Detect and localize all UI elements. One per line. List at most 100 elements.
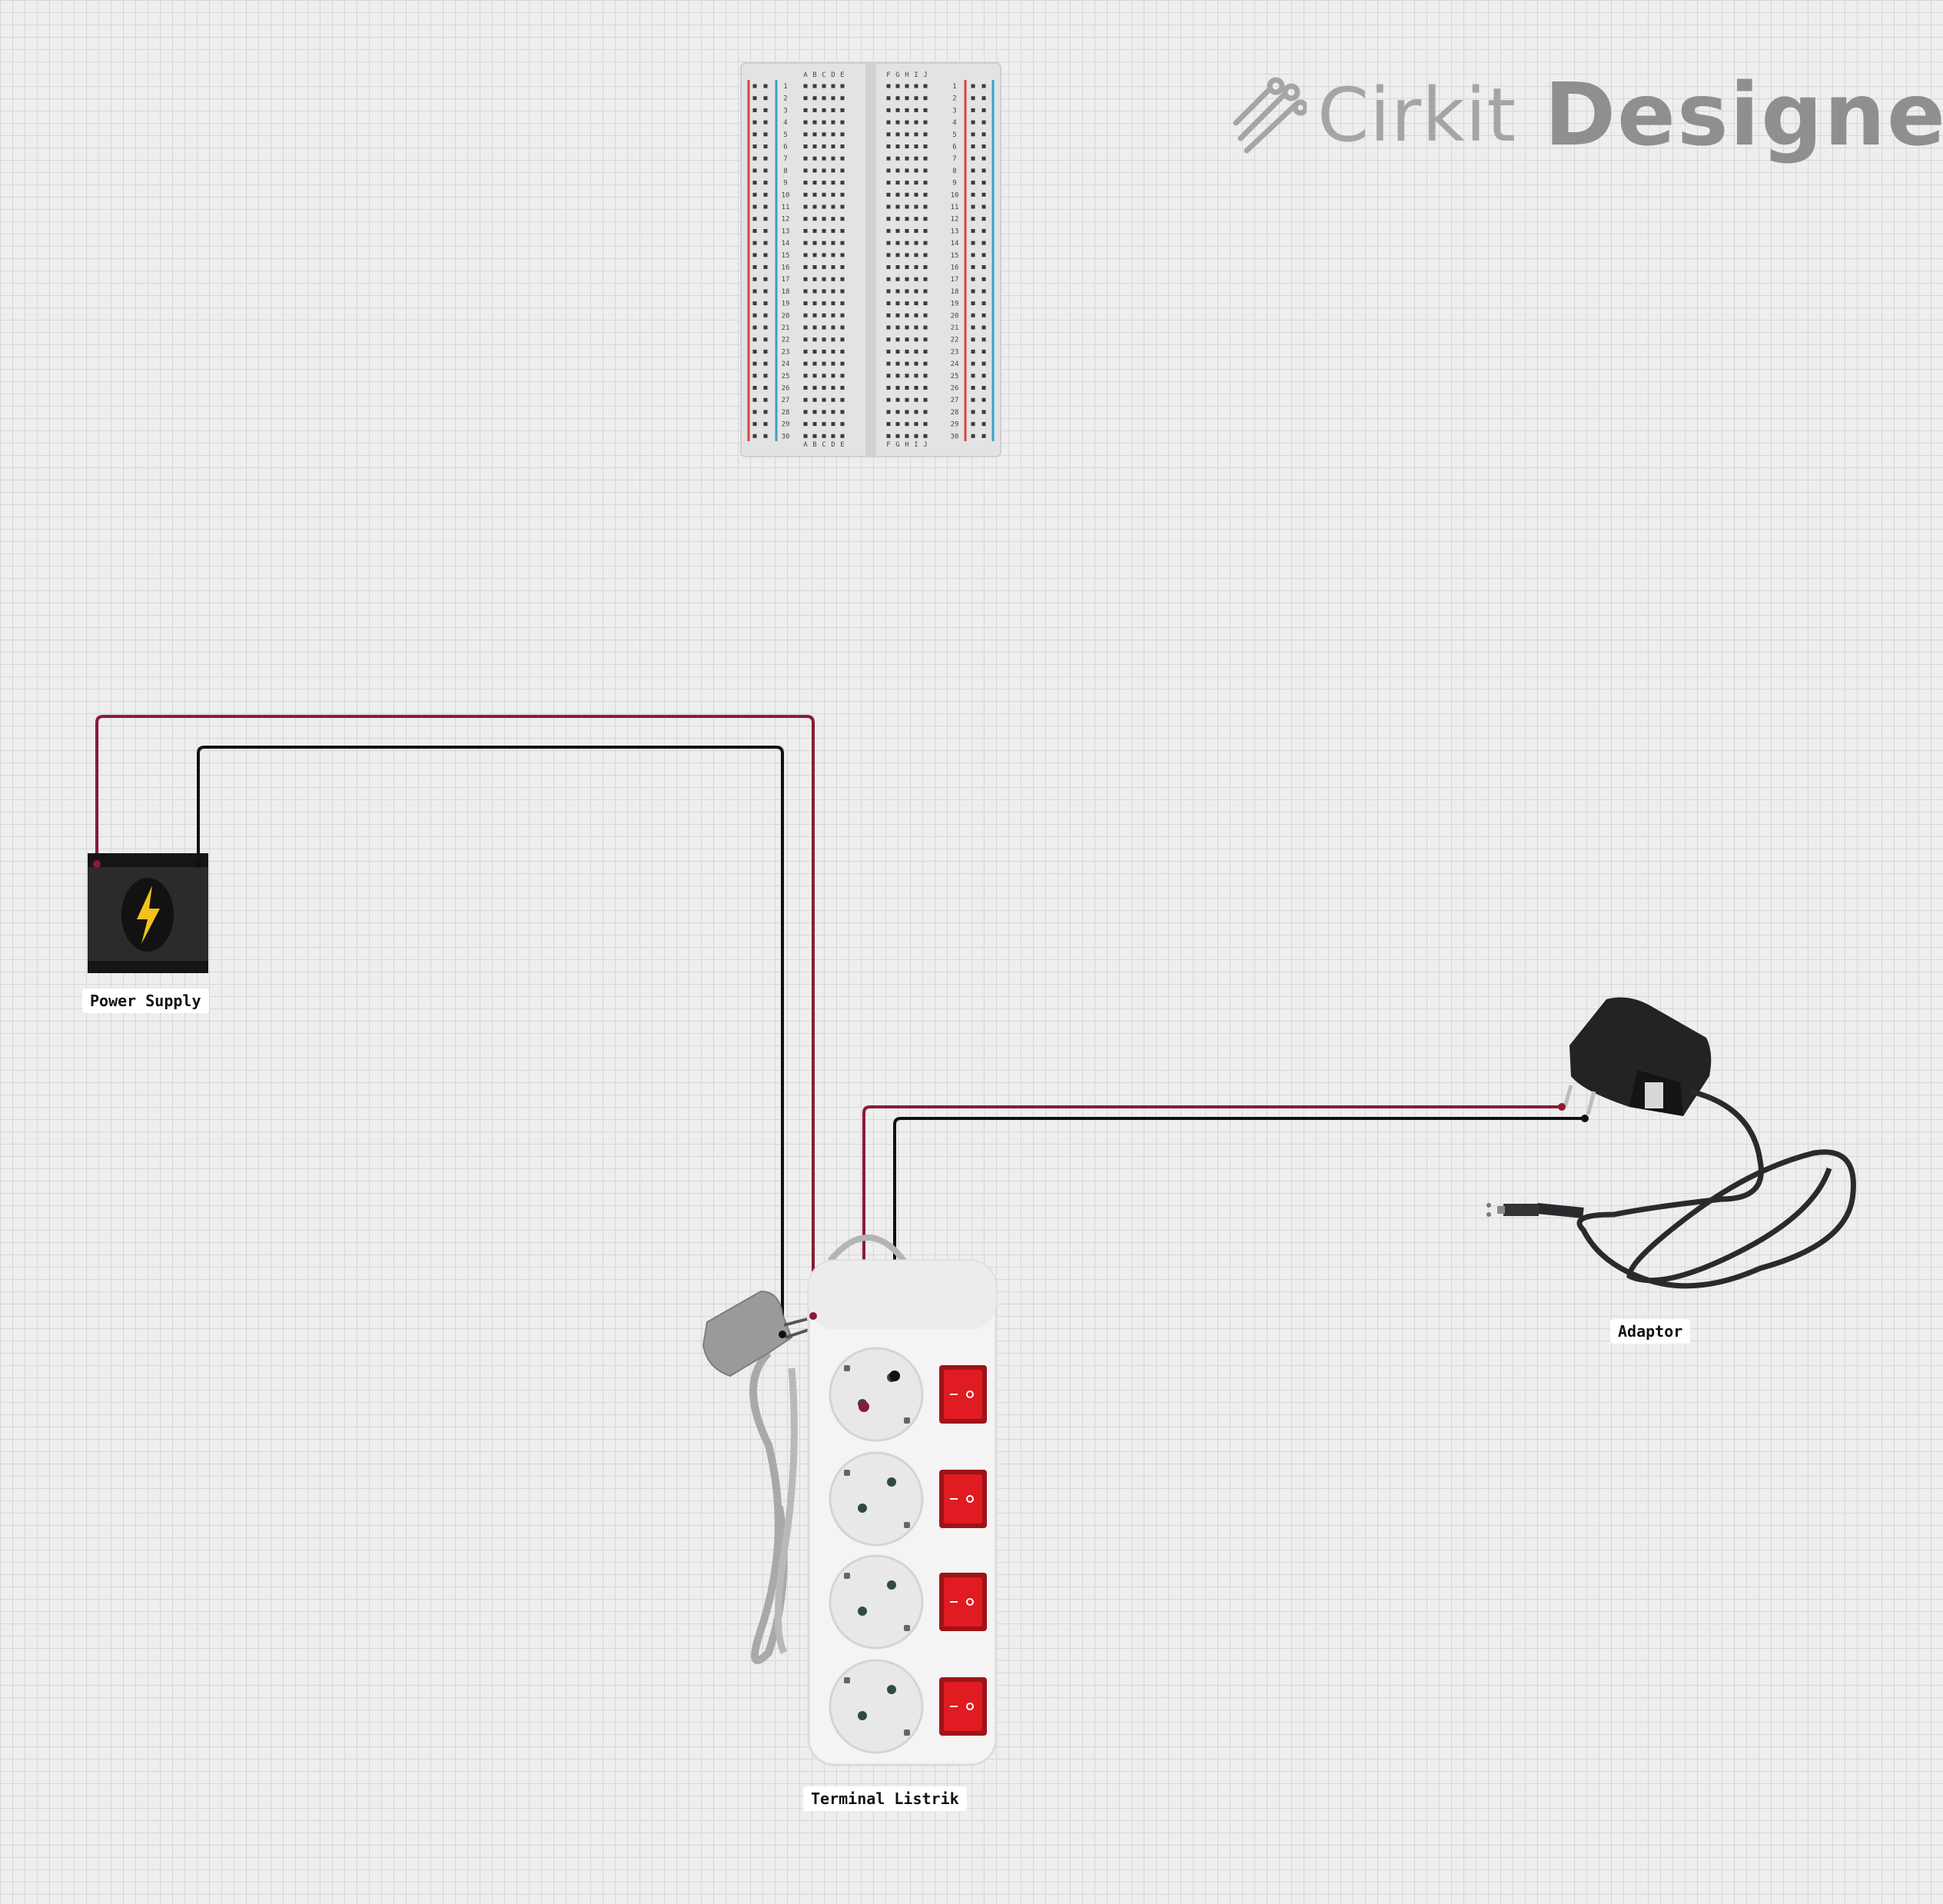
svg-text:5: 5: [783, 131, 787, 139]
wire-positive-supply-terminal-path[interactable]: [95, 715, 815, 1316]
power-supply-label: Power Supply: [82, 989, 209, 1013]
terminal-listrik[interactable]: [702, 1234, 998, 1766]
svg-text:19: 19: [782, 301, 790, 308]
svg-text:18: 18: [951, 288, 959, 296]
svg-text:1: 1: [783, 83, 787, 91]
adaptor-label: Adaptor: [1610, 1319, 1691, 1344]
svg-text:F: F: [886, 71, 890, 79]
terminal-input-positive-pin[interactable]: [809, 1312, 817, 1320]
svg-text:29: 29: [782, 421, 790, 429]
adaptor[interactable]: [1486, 997, 1856, 1289]
svg-text:3: 3: [783, 107, 787, 115]
socket-power-switch[interactable]: [939, 1470, 987, 1528]
svg-text:13: 13: [951, 228, 959, 235]
svg-text:H: H: [905, 441, 908, 449]
svg-text:20: 20: [951, 312, 959, 320]
svg-text:6: 6: [783, 144, 787, 151]
svg-text:21: 21: [782, 324, 790, 332]
lightning-bolt-icon: [137, 886, 160, 944]
svg-text:3: 3: [952, 107, 956, 115]
circuit-traces-icon: [1233, 77, 1307, 154]
cirkit-designer-logo: Cirkit Designer: [1230, 61, 1943, 169]
svg-text:12: 12: [951, 216, 959, 224]
svg-text:26: 26: [951, 385, 959, 393]
power-socket[interactable]: [829, 1554, 924, 1650]
svg-text:17: 17: [782, 276, 790, 284]
adaptor-negative-pin[interactable]: [1581, 1115, 1589, 1122]
svg-text:8: 8: [952, 168, 956, 175]
svg-text:D: D: [831, 441, 835, 449]
svg-text:7: 7: [783, 155, 787, 163]
svg-text:C: C: [822, 441, 825, 449]
svg-text:21: 21: [951, 324, 959, 332]
svg-text:15: 15: [782, 252, 790, 260]
svg-text:A: A: [803, 441, 808, 449]
breadboard-holes: [752, 84, 986, 438]
svg-text:30: 30: [782, 433, 790, 440]
svg-text:10: 10: [951, 191, 959, 199]
adaptor-dc-pin-1[interactable]: [1486, 1203, 1491, 1208]
power-supply[interactable]: [88, 853, 208, 973]
svg-text:16: 16: [782, 264, 790, 272]
terminal-socket-negative-pin[interactable]: [889, 1371, 900, 1381]
svg-text:2: 2: [783, 95, 787, 103]
svg-text:17: 17: [951, 276, 959, 284]
svg-text:15: 15: [951, 252, 959, 260]
svg-text:14: 14: [951, 240, 959, 248]
brand-name-light: Cirkit: [1317, 72, 1517, 158]
svg-text:9: 9: [783, 180, 787, 188]
svg-text:23: 23: [951, 348, 959, 356]
svg-text:28: 28: [951, 409, 959, 417]
terminal-socket-positive-pin[interactable]: [859, 1401, 869, 1412]
wire-positive-terminal-adaptor[interactable]: [862, 1105, 1562, 1407]
socket-power-switch[interactable]: [939, 1573, 987, 1631]
svg-text:B: B: [812, 441, 816, 449]
svg-text:4: 4: [952, 119, 956, 127]
svg-text:19: 19: [951, 301, 959, 308]
adaptor-positive-pin[interactable]: [1558, 1103, 1566, 1111]
svg-text:8: 8: [783, 168, 787, 175]
socket-power-switch[interactable]: [939, 1365, 987, 1424]
svg-text:H: H: [905, 71, 908, 79]
svg-text:G: G: [895, 441, 899, 449]
svg-text:22: 22: [782, 337, 790, 344]
power-socket[interactable]: [829, 1659, 924, 1754]
power-socket[interactable]: [829, 1347, 924, 1442]
wire-negative-supply-terminal[interactable]: [197, 746, 784, 1334]
svg-text:9: 9: [952, 180, 956, 188]
svg-text:G: G: [895, 71, 899, 79]
svg-text:11: 11: [782, 204, 790, 211]
svg-text:20: 20: [782, 312, 790, 320]
svg-text:26: 26: [782, 385, 790, 393]
svg-text:J: J: [923, 441, 927, 449]
svg-text:E: E: [840, 71, 844, 79]
svg-text:13: 13: [782, 228, 790, 235]
socket-power-switch[interactable]: [939, 1677, 987, 1736]
svg-text:18: 18: [782, 288, 790, 296]
svg-text:24: 24: [951, 361, 959, 368]
svg-text:4: 4: [783, 119, 787, 127]
terminal-input-negative-pin[interactable]: [779, 1331, 786, 1338]
svg-text:E: E: [840, 441, 844, 449]
svg-text:24: 24: [782, 361, 790, 368]
svg-text:J: J: [923, 71, 927, 79]
svg-text:12: 12: [782, 216, 790, 224]
svg-text:25: 25: [782, 373, 790, 380]
svg-text:7: 7: [952, 155, 956, 163]
svg-text:29: 29: [951, 421, 959, 429]
power-supply-positive-pin[interactable]: [93, 860, 101, 868]
svg-text:6: 6: [952, 144, 956, 151]
svg-text:30: 30: [951, 433, 959, 440]
adaptor-dc-pin-2[interactable]: [1486, 1212, 1491, 1217]
svg-text:5: 5: [952, 131, 956, 139]
svg-text:C: C: [822, 71, 825, 79]
svg-text:16: 16: [951, 264, 959, 272]
power-supply-negative-pin[interactable]: [194, 860, 202, 868]
power-socket[interactable]: [829, 1451, 924, 1547]
wire-negative-terminal-adaptor[interactable]: [893, 1117, 1585, 1376]
svg-text:1: 1: [952, 83, 956, 91]
svg-text:B: B: [812, 71, 816, 79]
svg-text:F: F: [886, 441, 890, 449]
